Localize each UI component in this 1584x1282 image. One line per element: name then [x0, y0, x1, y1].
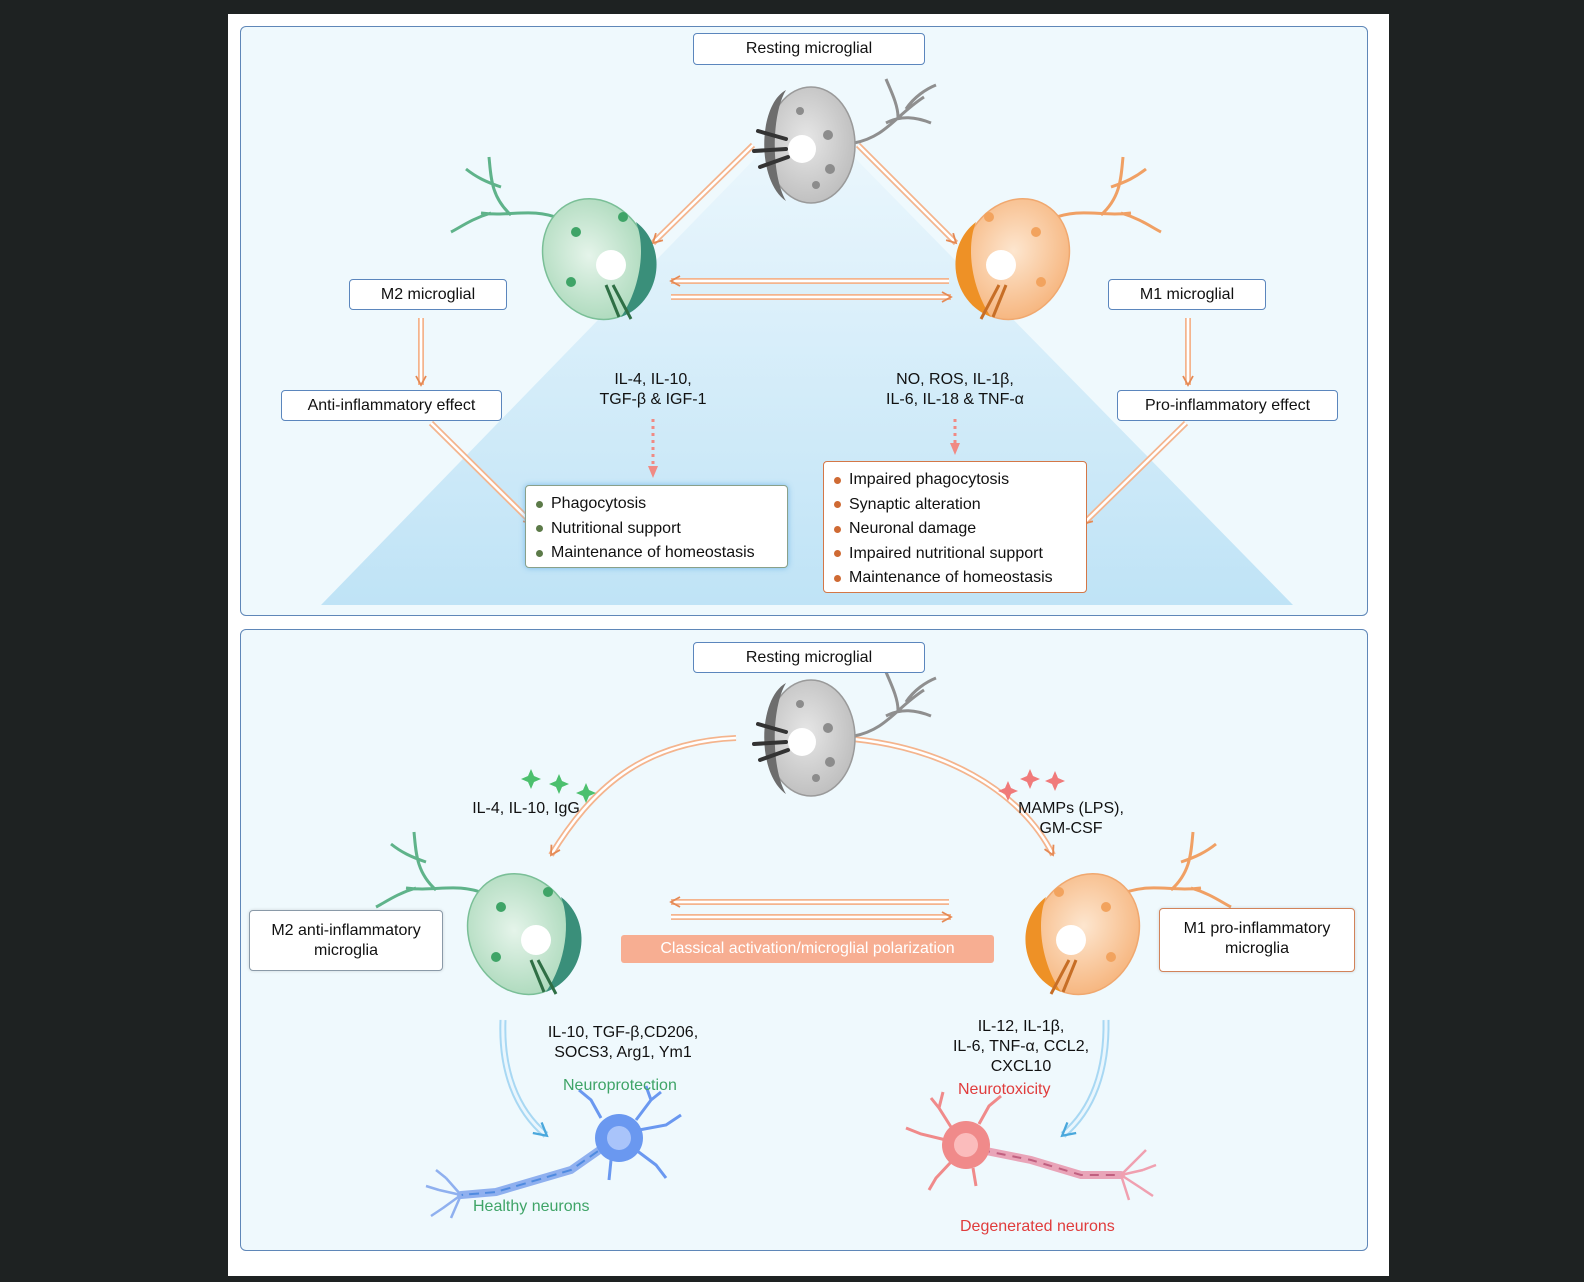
- m1-markers-line2: IL-6, TNF-α, CCL2,: [952, 1038, 1090, 1055]
- healthy-neuron-icon: [425, 1085, 682, 1219]
- list-item: Phagocytosis: [536, 492, 777, 517]
- curved-arrow-to-m1: [840, 735, 1056, 857]
- bottom-cells: [375, 671, 1232, 1219]
- degenerated-neuron-icon: [905, 1091, 1157, 1201]
- panel-polarization: Resting microglial M2 anti-inflammatory …: [240, 629, 1368, 1251]
- m1-stimuli-line2: GM-CSF: [1039, 820, 1103, 837]
- bottom-arrows: [499, 735, 1110, 1138]
- top-cells: [450, 78, 1162, 321]
- m1-functions-list: Impaired phagocytosis Synaptic alteratio…: [823, 461, 1087, 593]
- blue-arrow-to-healthy: [499, 1019, 546, 1138]
- m2-anti-inflammatory-box: M2 anti-inflammatory microglia: [249, 910, 443, 971]
- m2-microglia-cell-icon: [450, 156, 657, 321]
- m1-box-line2: microglia: [1224, 940, 1289, 957]
- m2-stimuli-label: IL-4, IL-10, IgG: [472, 800, 580, 817]
- curved-arrow-to-m2: [548, 735, 737, 857]
- arrow-anti-to-functions: [428, 420, 536, 527]
- m2-box-line2: microglia: [313, 942, 378, 959]
- polarization-banner: Classical activation/microglial polariza…: [621, 935, 994, 963]
- neuroprotection-label: Neuroprotection: [563, 1077, 677, 1094]
- red-stimuli-icons: [998, 769, 1065, 801]
- list-item: Impaired nutritional support: [834, 542, 1076, 567]
- resting-microglial-box: Resting microglial: [693, 642, 925, 673]
- m2-markers-line2: SOCS3, Arg1, Ym1: [554, 1044, 692, 1061]
- m1-stimuli-line1: MAMPs (LPS),: [1018, 800, 1124, 817]
- anti-cytokines-line1: IL-4, IL-10,: [614, 371, 692, 388]
- pro-cytokines-line1: NO, ROS, IL-1β,: [896, 371, 1014, 388]
- list-item: Maintenance of homeostasis: [834, 566, 1076, 591]
- m2-microglia-cell-icon: [375, 831, 582, 996]
- list-item: Synaptic alteration: [834, 493, 1076, 518]
- arrow-resting-to-m2: [650, 142, 756, 246]
- m1-markers-line1: IL-12, IL-1β,: [977, 1018, 1065, 1035]
- list-item: Neuronal damage: [834, 517, 1076, 542]
- pro-inflammatory-effect-box: Pro-inflammatory effect: [1117, 390, 1338, 421]
- m1-markers-line3: CXCL10: [990, 1058, 1052, 1075]
- m1-microglial-box: M1 microglial: [1108, 279, 1266, 310]
- resting-microglia-cell-icon: [752, 671, 937, 797]
- m2-functions-list: Phagocytosis Nutritional support Mainten…: [525, 485, 788, 568]
- resting-microglial-box: Resting microglial: [693, 33, 925, 65]
- m2-markers-line1: IL-10, TGF-β,CD206,: [547, 1024, 699, 1041]
- m1-microglia-cell-icon: [1025, 831, 1232, 996]
- m1-pro-inflammatory-box: M1 pro-inflammatory microglia: [1159, 908, 1355, 972]
- list-item: Maintenance of homeostasis: [536, 541, 777, 566]
- healthy-neurons-label: Healthy neurons: [473, 1198, 590, 1215]
- blue-arrow-to-degenerated: [1063, 1019, 1110, 1138]
- list-item: Nutritional support: [536, 517, 777, 542]
- m1-box-line1: M1 pro-inflammatory: [1183, 920, 1331, 937]
- m2-box-line1: M2 anti-inflammatory: [271, 922, 421, 939]
- anti-cytokines-line2: TGF-β & IGF-1: [599, 391, 707, 408]
- m1-microglia-cell-icon: [955, 156, 1162, 321]
- neurotoxicity-label: Neurotoxicity: [958, 1081, 1051, 1098]
- m2-microglial-box: M2 microglial: [349, 279, 507, 310]
- anti-inflammatory-effect-box: Anti-inflammatory effect: [281, 390, 502, 421]
- resting-microglia-cell-icon: [752, 78, 937, 204]
- top-arrows: [415, 142, 1194, 527]
- pro-cytokines-line2: IL-6, IL-18 & TNF-α: [886, 391, 1024, 408]
- arrow-pro-to-dysfunctions: [1080, 420, 1189, 527]
- arrow-resting-to-m1: [855, 142, 959, 246]
- degenerated-neurons-label: Degenerated neurons: [960, 1218, 1115, 1235]
- list-item: Impaired phagocytosis: [834, 468, 1076, 493]
- figure: Resting microglial M2 microglial M1 micr…: [228, 14, 1389, 1276]
- panel-phenotypes: Resting microglial M2 microglial M1 micr…: [240, 26, 1368, 616]
- green-stimuli-icons: [521, 769, 596, 803]
